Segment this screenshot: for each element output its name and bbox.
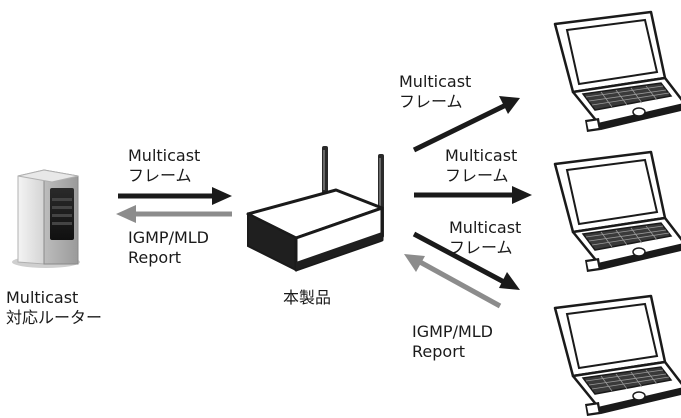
- laptop-icon-top: [553, 10, 681, 134]
- arrow-right-igmp-report: [404, 254, 502, 309]
- arrow-right-top-multicast-frame: [412, 96, 520, 153]
- label-line: 本製品: [283, 288, 332, 307]
- arrow-left-multicast-frame: [118, 187, 232, 205]
- left-multicast-frame-label: Multicast フレーム: [128, 146, 200, 186]
- multicast-router-label: Multicast 対応ルーター: [6, 288, 102, 328]
- right-middle-multicast-frame-label: Multicast フレーム: [445, 146, 517, 186]
- label-line: Report: [128, 248, 182, 267]
- arrow-right-middle-multicast-frame: [414, 186, 532, 204]
- label-line: 対応ルーター: [6, 308, 103, 327]
- laptop-icon-bottom: [553, 294, 681, 418]
- label-line: Multicast: [449, 218, 522, 237]
- label-line: フレーム: [399, 92, 463, 111]
- label-line: Multicast: [6, 288, 79, 307]
- product-router-icon: [246, 146, 384, 272]
- right-top-multicast-frame-label: Multicast フレーム: [399, 72, 471, 112]
- label-line: Report: [412, 342, 466, 361]
- arrow-right-bottom-multicast-frame: [412, 231, 520, 290]
- label-line: フレーム: [128, 166, 192, 185]
- label-line: Multicast: [399, 72, 472, 91]
- label-line: Multicast: [128, 146, 201, 165]
- label-line: IGMP/MLD: [412, 322, 493, 341]
- product-label: 本製品: [283, 288, 331, 308]
- arrow-left-igmp-report: [116, 205, 232, 223]
- right-igmp-report-label: IGMP/MLD Report: [412, 322, 493, 362]
- label-line: Multicast: [445, 146, 518, 165]
- label-line: IGMP/MLD: [128, 228, 209, 247]
- multicast-router-icon: [12, 169, 80, 268]
- label-line: フレーム: [445, 166, 509, 185]
- label-line: フレーム: [449, 238, 513, 257]
- laptop-icon-middle: [553, 150, 681, 274]
- right-bottom-multicast-frame-label: Multicast フレーム: [449, 218, 521, 258]
- left-igmp-report-label: IGMP/MLD Report: [128, 228, 209, 268]
